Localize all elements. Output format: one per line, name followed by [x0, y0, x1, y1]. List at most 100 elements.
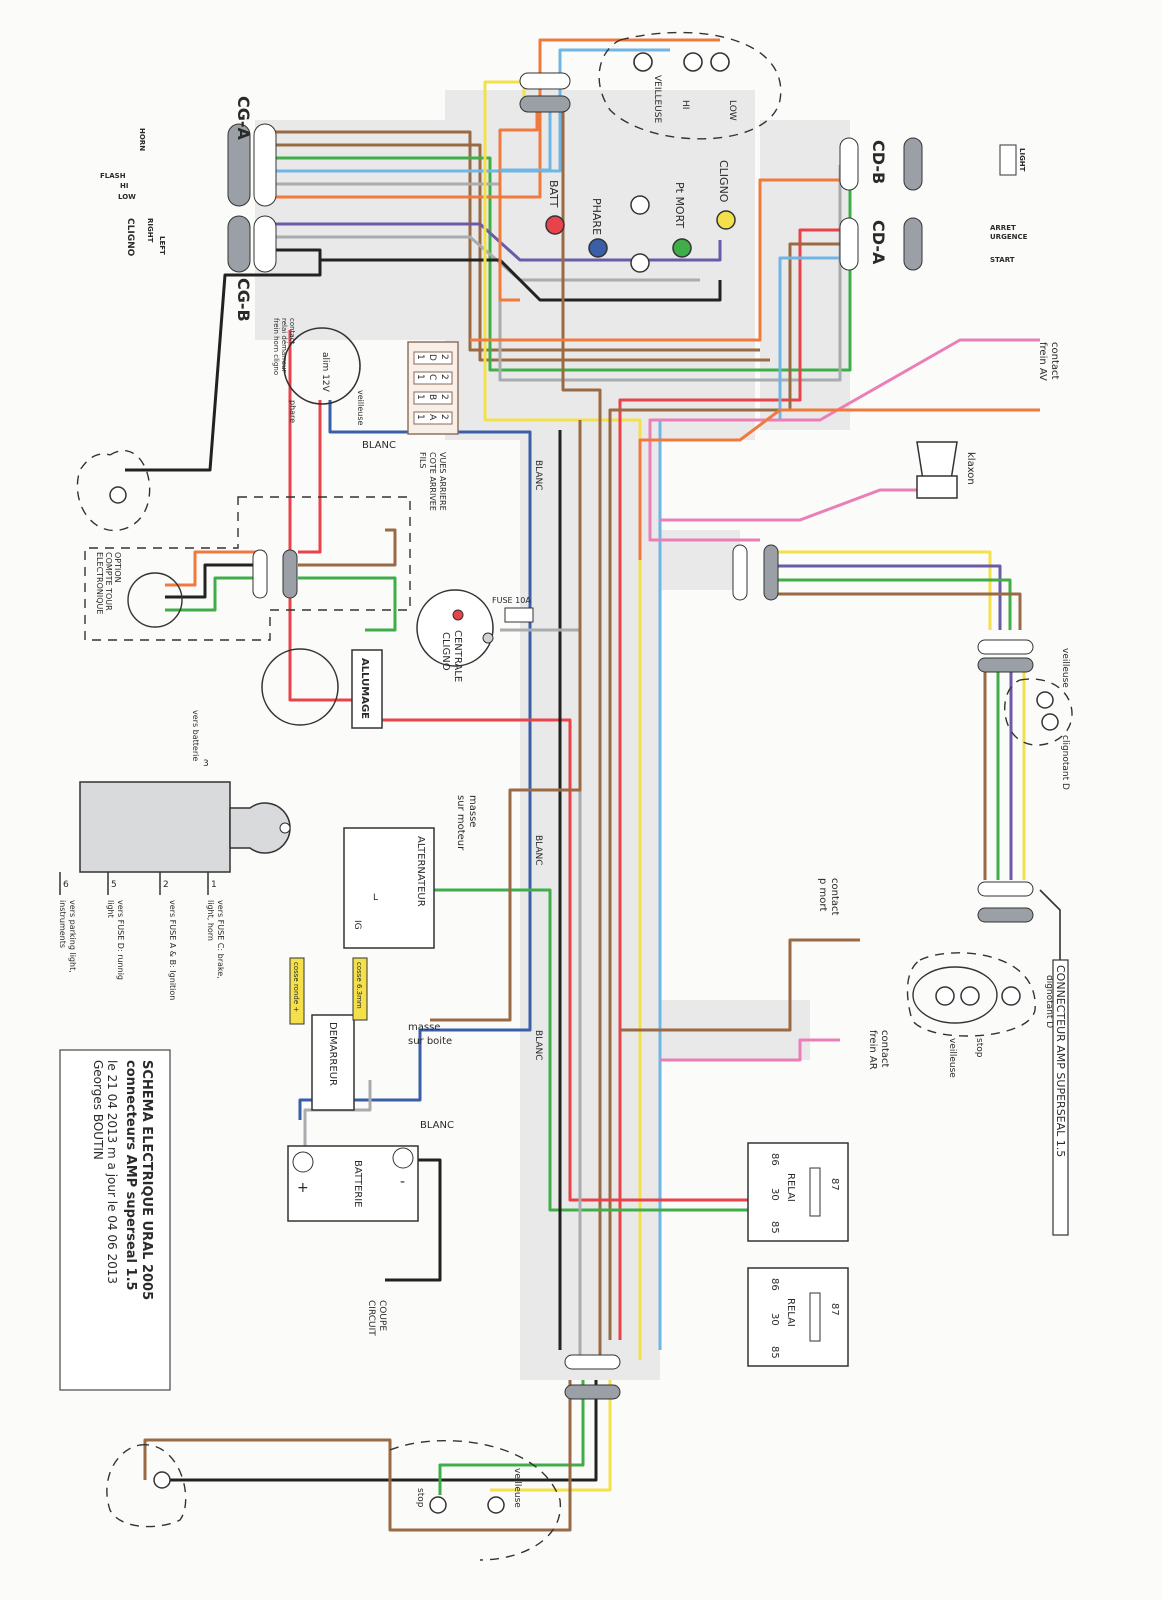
hi-bulb-icon	[683, 52, 703, 72]
pt-mort-indicator-icon	[672, 238, 692, 258]
wire-orange	[262, 38, 720, 199]
wire-brown	[262, 130, 760, 352]
title-line-2: connecteurs AMP superseal 1.5	[123, 1060, 138, 1291]
tail-veilleuse-label: veilleuse	[512, 1468, 522, 1508]
wires	[125, 38, 1040, 1532]
wire-brown	[298, 528, 397, 567]
lamp-icon	[630, 195, 650, 215]
harness-shade-trunk	[520, 420, 660, 1380]
fuse-slot-right: 2	[439, 354, 449, 360]
key-top-label: vers batterie	[191, 710, 200, 761]
masse-moteur-line-2: sur moteur	[455, 795, 466, 851]
wire-brown	[430, 420, 582, 1022]
relay-pin-87: 87	[829, 1303, 840, 1316]
fuse-slot-letter: C	[427, 374, 437, 380]
allumage-box	[351, 649, 383, 729]
fuse-slot-letter: D	[427, 354, 437, 361]
horn-icon	[916, 441, 958, 481]
middle-connector-male	[732, 544, 748, 601]
wire-brown	[561, 103, 602, 1360]
relay-label: RELAI	[785, 1173, 796, 1202]
tail-connector	[564, 1354, 621, 1400]
p-mort-line-1: contact	[829, 878, 840, 916]
connector-cd-b-male	[839, 137, 859, 191]
option-outline	[84, 496, 411, 641]
cosse-63-tag	[352, 957, 368, 1021]
low-bulb-icon	[710, 52, 730, 72]
batterie-minus-terminal	[392, 1147, 414, 1169]
wire-green	[298, 576, 397, 632]
harness-shade-left	[255, 120, 455, 340]
harness-shade-top	[445, 90, 755, 440]
relay-box	[747, 1142, 849, 1242]
fuse-slot-left: 1	[415, 414, 425, 420]
rr-lamp-housing	[912, 966, 998, 1024]
wire-light-blue	[500, 103, 552, 172]
alternateur-label: ALTERNATEUR	[415, 836, 426, 907]
plate-bulb-icon	[153, 1471, 171, 1489]
connector-cg-b: CG-B	[227, 215, 277, 322]
wire-black-ground-lamp	[125, 250, 322, 472]
connector-legend-frame	[1052, 959, 1069, 1236]
cosse-ronde-label: cosse ronde +	[292, 962, 300, 1012]
cligno-indicator-icon	[716, 210, 736, 230]
title-block: SCHEMA ELECTRIQUE URAL 2005 connecteurs …	[59, 1049, 171, 1391]
centrale-terminal-icon	[452, 609, 464, 621]
start-label: START	[990, 256, 1015, 264]
wire-pink	[648, 338, 1040, 542]
fuse-note-1: VUES ARRIERE	[438, 452, 447, 511]
wire-green	[775, 578, 1012, 630]
fuse-slot-right: 2	[439, 374, 449, 380]
plate-lamp-outline	[106, 1444, 187, 1528]
masse-boite-line-2: sur boite	[408, 1036, 452, 1047]
relay-pin-85: 85	[769, 1221, 780, 1234]
klaxon: klaxon	[916, 441, 976, 499]
relay-pin-85: 85	[769, 1346, 780, 1359]
cligno-label: CLIGNO	[125, 218, 135, 257]
coupe-line-1: COUPE	[377, 1300, 387, 1331]
headlamp-outline	[598, 31, 782, 140]
relay-box	[747, 1267, 849, 1367]
frein-av-line-1: contact	[1049, 342, 1060, 380]
hi-label: HI	[120, 182, 128, 190]
wire-brown	[262, 143, 770, 362]
relay-pin-30: 30	[769, 1313, 780, 1326]
key-hole-icon	[279, 822, 291, 834]
low-label: LOW	[727, 100, 737, 121]
option-connector-female	[282, 549, 298, 599]
wire-purple	[775, 564, 1002, 630]
connector-cg-b-female	[227, 215, 251, 273]
rf-veilleuse-label: veilleuse	[1060, 648, 1070, 688]
wire-green	[262, 152, 852, 372]
fuse-note-3: FILS	[418, 452, 427, 469]
wire-brown	[775, 592, 1022, 630]
relay-coil-icon	[809, 1292, 821, 1342]
fuse-note-2: COTE ARRIVEE	[428, 452, 437, 511]
rr-clignotant-label: dignotant D	[1044, 975, 1054, 1028]
phare-label: phare	[288, 400, 297, 423]
wire-black	[165, 1380, 598, 1482]
fuse-slot	[413, 351, 453, 365]
clignotant-bulb-icon	[1001, 986, 1021, 1006]
centrale-cligno-body	[416, 589, 494, 667]
option-line-2: COMPTE TOUR	[104, 552, 113, 611]
ignition-note-2: relai démarreur	[280, 318, 288, 373]
ignition-note-3: frein horn cligno	[272, 318, 280, 375]
wire-pink	[660, 488, 920, 522]
alternateur-box	[343, 827, 435, 949]
alim-label: alim 12V	[320, 352, 330, 393]
allumage: ALLUMAGE	[261, 648, 383, 729]
connector-cg-a-label: CG-A	[234, 96, 253, 141]
allumage-label: ALLUMAGE	[359, 658, 370, 719]
frein-av-line-2: frein AV	[1037, 342, 1048, 381]
phare-label: PHARE	[590, 198, 603, 235]
key-output-pin: 6	[63, 880, 69, 890]
option-line-3: ELECTRONIQUE	[95, 552, 104, 614]
key-output-pin: 1	[211, 880, 217, 890]
phare-indicator-icon	[588, 238, 608, 258]
wire-blue-blanc	[298, 400, 532, 1120]
indicator-lamps: BATT PHARE Pt MORT CLIGNO	[545, 160, 736, 273]
